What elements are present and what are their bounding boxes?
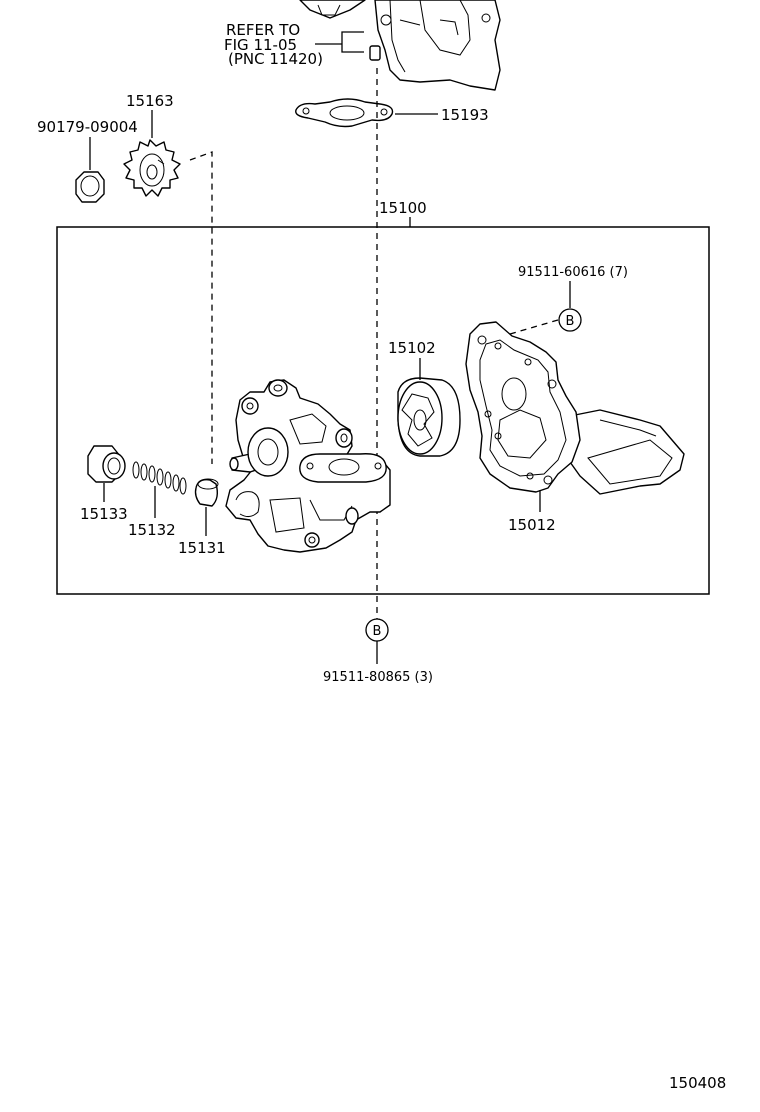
part-label-15193: 15193 xyxy=(441,106,489,124)
engine-block-fragment xyxy=(299,0,501,91)
refer-line-3: (PNC 11420) xyxy=(228,50,323,68)
part-label-15132: 15132 xyxy=(128,521,176,539)
refer-line-1: REFER TO xyxy=(226,21,300,39)
sprocket-15163 xyxy=(123,139,181,197)
rotor-set-15102 xyxy=(397,377,461,457)
bolt-callout-lower: B 91511-80865 (3) xyxy=(323,618,433,685)
bolt-callout-upper: 91511-60616 (7) B xyxy=(509,265,628,335)
part-label-15012: 15012 xyxy=(508,516,556,534)
plug-15133 xyxy=(87,445,126,483)
callout-b-lower: B xyxy=(373,624,382,639)
spring-15132 xyxy=(132,461,187,495)
part-label-15131: 15131 xyxy=(178,539,226,557)
part-label-91511-80865: 91511-80865 (3) xyxy=(323,670,433,685)
oil-pump-body xyxy=(225,379,391,553)
part-label-15102: 15102 xyxy=(388,339,436,357)
refer-line-2: FIG 11-05 xyxy=(224,36,297,54)
gasket-15193: 15193 xyxy=(295,98,489,128)
refer-to-note: REFER TO FIG 11-05 (PNC 11420) xyxy=(224,21,364,68)
part-label-90179-09004: 90179-09004 xyxy=(37,118,138,136)
figure-id: 150408 xyxy=(669,1074,726,1092)
part-label-15133: 15133 xyxy=(80,505,128,523)
part-label-15100: 15100 xyxy=(379,199,427,217)
part-label-91511-60616: 91511-60616 (7) xyxy=(518,265,628,280)
pump-cover-strainer-15012 xyxy=(465,321,685,495)
sprocket-alignment-line xyxy=(189,151,213,464)
part-label-15163: 15163 xyxy=(126,92,174,110)
nut-90179-09004 xyxy=(75,171,105,203)
relief-valve-15131 xyxy=(194,478,219,507)
assembly-15100-box xyxy=(56,226,710,595)
callout-b-upper: B xyxy=(566,314,575,329)
